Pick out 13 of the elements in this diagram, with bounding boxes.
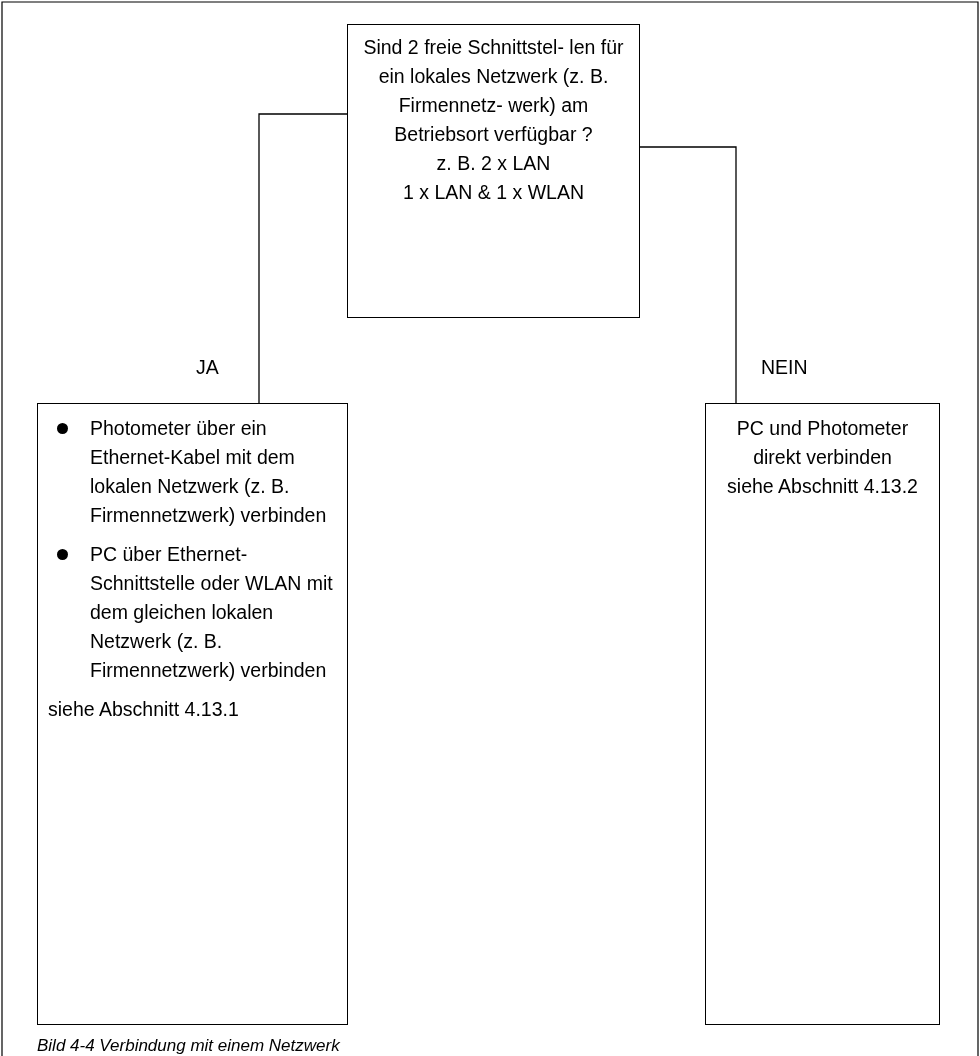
connector-line: [258, 113, 348, 404]
bullet-text: Photometer über ein Ethernet-Kabel mit dem lokalen Netzwerk (z. B. Firmennetzwerk) verbinden: [90, 416, 328, 528]
figure-caption: Bild 4-4 Verbindung mit einem Netzwerk: [37, 1036, 340, 1056]
box-text: siehe Abschnitt 4.13.1: [48, 697, 240, 722]
process-box: [347, 24, 640, 318]
bullet-text: PC über Ethernet-Schnittstelle oder WLAN mit dem gleichen lokalen Netzwerk (z. B. Firmennetzwerk) verbinden: [90, 542, 334, 683]
process-box: [37, 403, 348, 1025]
process-box: [705, 403, 940, 1025]
box-text: z. B. 2 x LAN: [435, 151, 552, 176]
box-text: siehe Abschnitt 4.13.2: [726, 474, 919, 499]
connector-line: [639, 146, 737, 404]
box-text: Sind 2 freie Schnittstel- len für ein lokales Netzwerk (z. B. Firmennetz- werk) am Betriebsort verfügbar ?: [362, 35, 625, 147]
box-text: 1 x LAN & 1 x WLAN: [402, 180, 585, 205]
